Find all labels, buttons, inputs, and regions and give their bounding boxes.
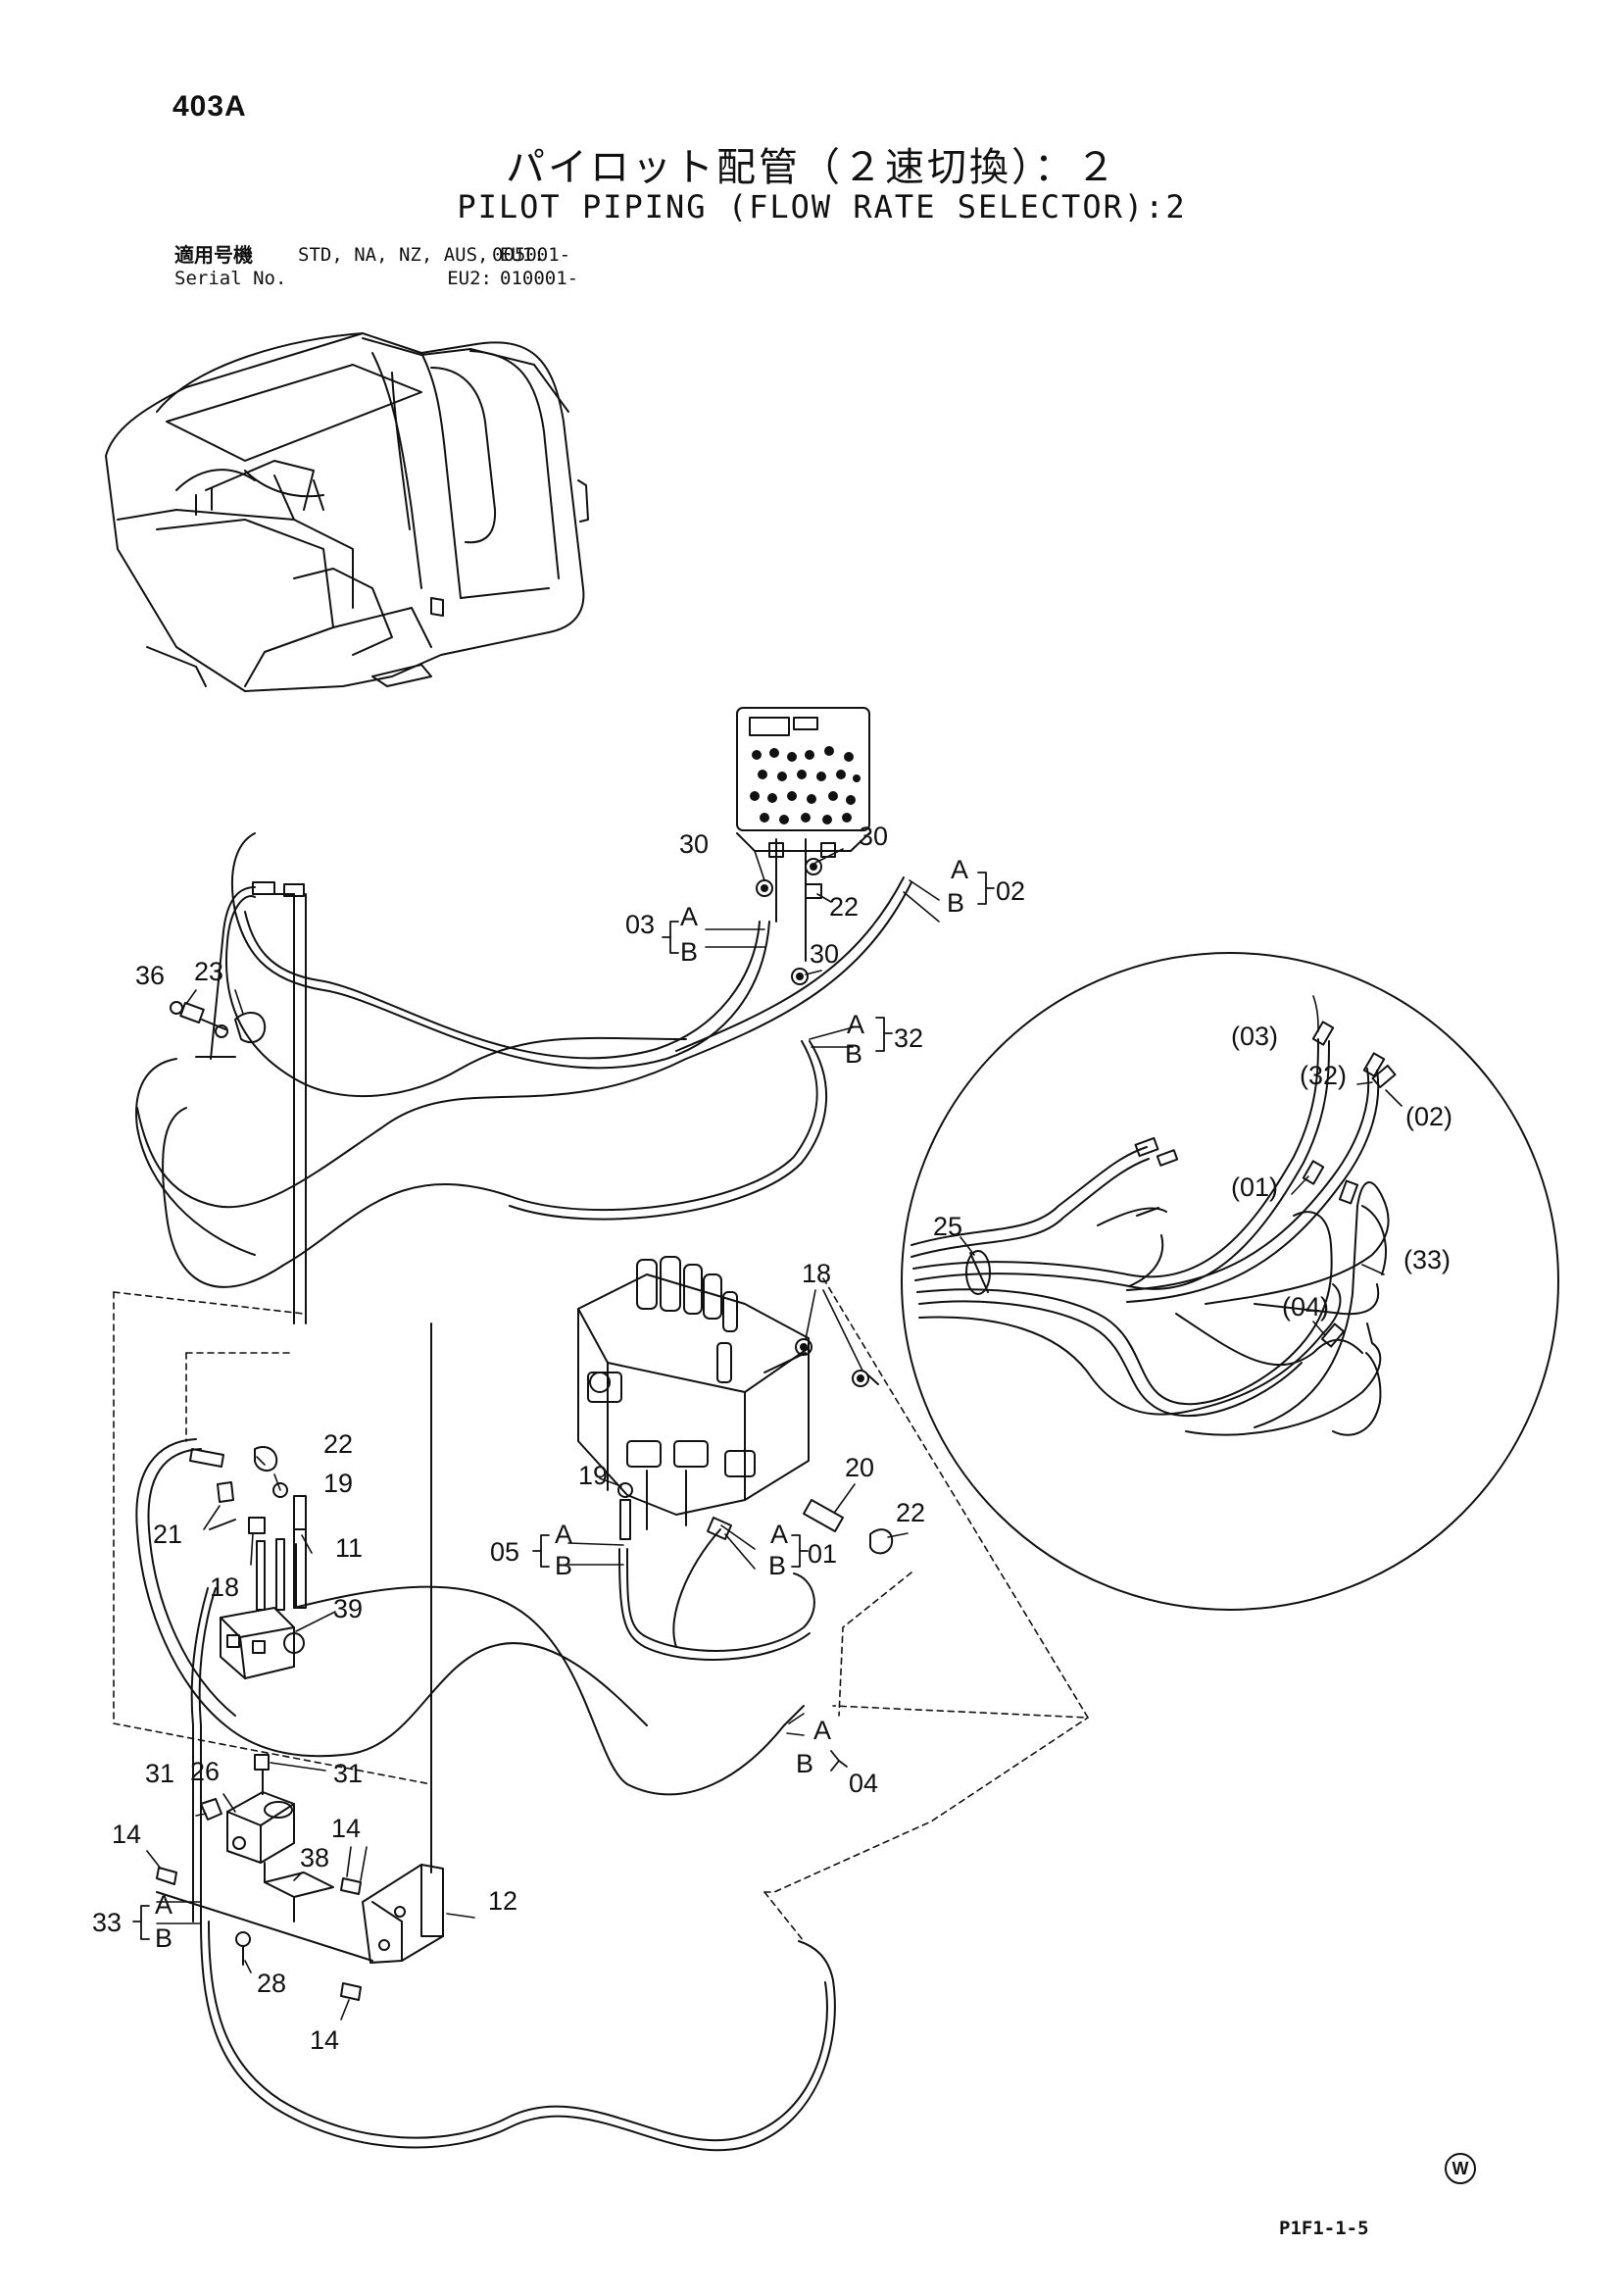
detail-callout-25: 25 bbox=[933, 1212, 962, 1241]
callout-21: 21 bbox=[153, 1520, 182, 1549]
callout-14-c: 14 bbox=[310, 2025, 339, 2055]
callout-30-c: 30 bbox=[810, 939, 839, 969]
solenoid-valve-39 bbox=[220, 1528, 307, 1679]
callout-04: 04 bbox=[849, 1769, 878, 1798]
callout-12: 12 bbox=[488, 1886, 517, 1916]
callout-31-b: 31 bbox=[333, 1759, 363, 1788]
detail-callout-33: (33) bbox=[1403, 1245, 1451, 1274]
title-english: PILOT PIPING (FLOW RATE SELECTOR):2 bbox=[457, 188, 1187, 225]
callout-14-a: 14 bbox=[112, 1820, 141, 1849]
callout-22-a: 22 bbox=[829, 892, 859, 922]
ab-brackets bbox=[132, 872, 995, 1940]
pilot-fittings bbox=[756, 838, 822, 985]
callout-03-b: B bbox=[680, 937, 698, 967]
callout-01-a: A bbox=[770, 1520, 788, 1549]
callout-26: 26 bbox=[190, 1757, 220, 1786]
serial-range-1: 005001- bbox=[492, 244, 571, 266]
excavator-cab-overview bbox=[105, 332, 589, 692]
callout-39: 39 bbox=[333, 1594, 363, 1623]
pilot-valve-block bbox=[736, 707, 870, 858]
callout-02-a: A bbox=[951, 855, 968, 884]
callout-32-a: A bbox=[847, 1010, 864, 1039]
callout-19-a: 19 bbox=[578, 1461, 608, 1490]
detail-circle bbox=[901, 952, 1559, 1611]
left-vertical-hose bbox=[210, 881, 307, 1324]
callout-22-c: 22 bbox=[896, 1498, 925, 1527]
callout-01: 01 bbox=[808, 1539, 837, 1569]
callout-19-b: 19 bbox=[323, 1469, 353, 1498]
serial-label-en: Serial No. bbox=[174, 268, 287, 289]
callout-05-b: B bbox=[555, 1551, 572, 1580]
valve-fittings bbox=[617, 1338, 894, 1555]
detail-callout-01: (01) bbox=[1231, 1173, 1278, 1202]
serial-row-1: 適用号機 STD, NA, NZ, AUS, EU1: 005001- bbox=[174, 243, 578, 267]
callout-labels: 30 30 22 30 03 A B A B 02 A B 32 36 23 1… bbox=[92, 822, 1452, 2055]
dashed-guide-lines bbox=[113, 1277, 1089, 1942]
hose-runs bbox=[135, 832, 912, 2152]
left-fittings bbox=[189, 1445, 307, 1534]
callout-04-b: B bbox=[796, 1749, 813, 1778]
callout-05: 05 bbox=[490, 1537, 519, 1567]
callout-02: 02 bbox=[996, 876, 1025, 906]
serial-range-2: 010001- bbox=[500, 268, 579, 289]
callout-03-a: A bbox=[680, 902, 698, 931]
fittings-36-23 bbox=[170, 1001, 267, 1044]
detail-callout-32: (32) bbox=[1300, 1061, 1347, 1090]
callout-03: 03 bbox=[625, 910, 655, 939]
callout-18-b: 18 bbox=[210, 1572, 239, 1602]
callout-36: 36 bbox=[135, 961, 165, 990]
callout-20: 20 bbox=[845, 1453, 874, 1482]
callout-11: 11 bbox=[335, 1533, 363, 1563]
watermark-w-icon: W bbox=[1445, 2153, 1476, 2184]
serial-label-jp: 適用号機 bbox=[174, 243, 253, 267]
serial-row-2: Serial No. EU2: 010001- bbox=[174, 267, 578, 290]
callout-28: 28 bbox=[257, 1969, 286, 1998]
callout-04-a: A bbox=[813, 1716, 831, 1745]
control-valve bbox=[577, 1256, 810, 1530]
callout-02-b: B bbox=[947, 888, 964, 918]
callout-05-a: A bbox=[555, 1520, 572, 1549]
serial-number-block: 適用号機 STD, NA, NZ, AUS, EU1: 005001- Seri… bbox=[174, 243, 578, 290]
detail-callout-04: (04) bbox=[1282, 1292, 1329, 1322]
serial-models-2: EU2: bbox=[447, 268, 492, 289]
callout-18-a: 18 bbox=[802, 1259, 831, 1288]
callout-01-b: B bbox=[768, 1551, 786, 1580]
callout-33-b: B bbox=[155, 1923, 172, 1953]
page-code: 403A bbox=[172, 90, 247, 123]
callout-22-b: 22 bbox=[323, 1429, 353, 1459]
callout-31-a: 31 bbox=[145, 1759, 174, 1788]
solenoid-26-and-brackets bbox=[156, 1323, 444, 2001]
callout-30-b: 30 bbox=[859, 822, 888, 851]
leader-lines bbox=[146, 848, 940, 2021]
callout-38: 38 bbox=[300, 1843, 329, 1872]
callout-23: 23 bbox=[194, 957, 223, 986]
title-japanese: パイロット配管（２速切換）：２ bbox=[506, 145, 1118, 190]
callout-30-a: 30 bbox=[679, 829, 709, 859]
callout-33: 33 bbox=[92, 1908, 122, 1937]
callout-14-b: 14 bbox=[331, 1814, 361, 1843]
figure-code: P1F1-1-5 bbox=[1279, 2218, 1369, 2239]
callout-32-b: B bbox=[845, 1039, 862, 1069]
callout-32: 32 bbox=[894, 1023, 923, 1053]
detail-callout-02: (02) bbox=[1405, 1102, 1452, 1131]
callout-33-a: A bbox=[155, 1890, 172, 1920]
detail-callout-03: (03) bbox=[1231, 1022, 1278, 1051]
